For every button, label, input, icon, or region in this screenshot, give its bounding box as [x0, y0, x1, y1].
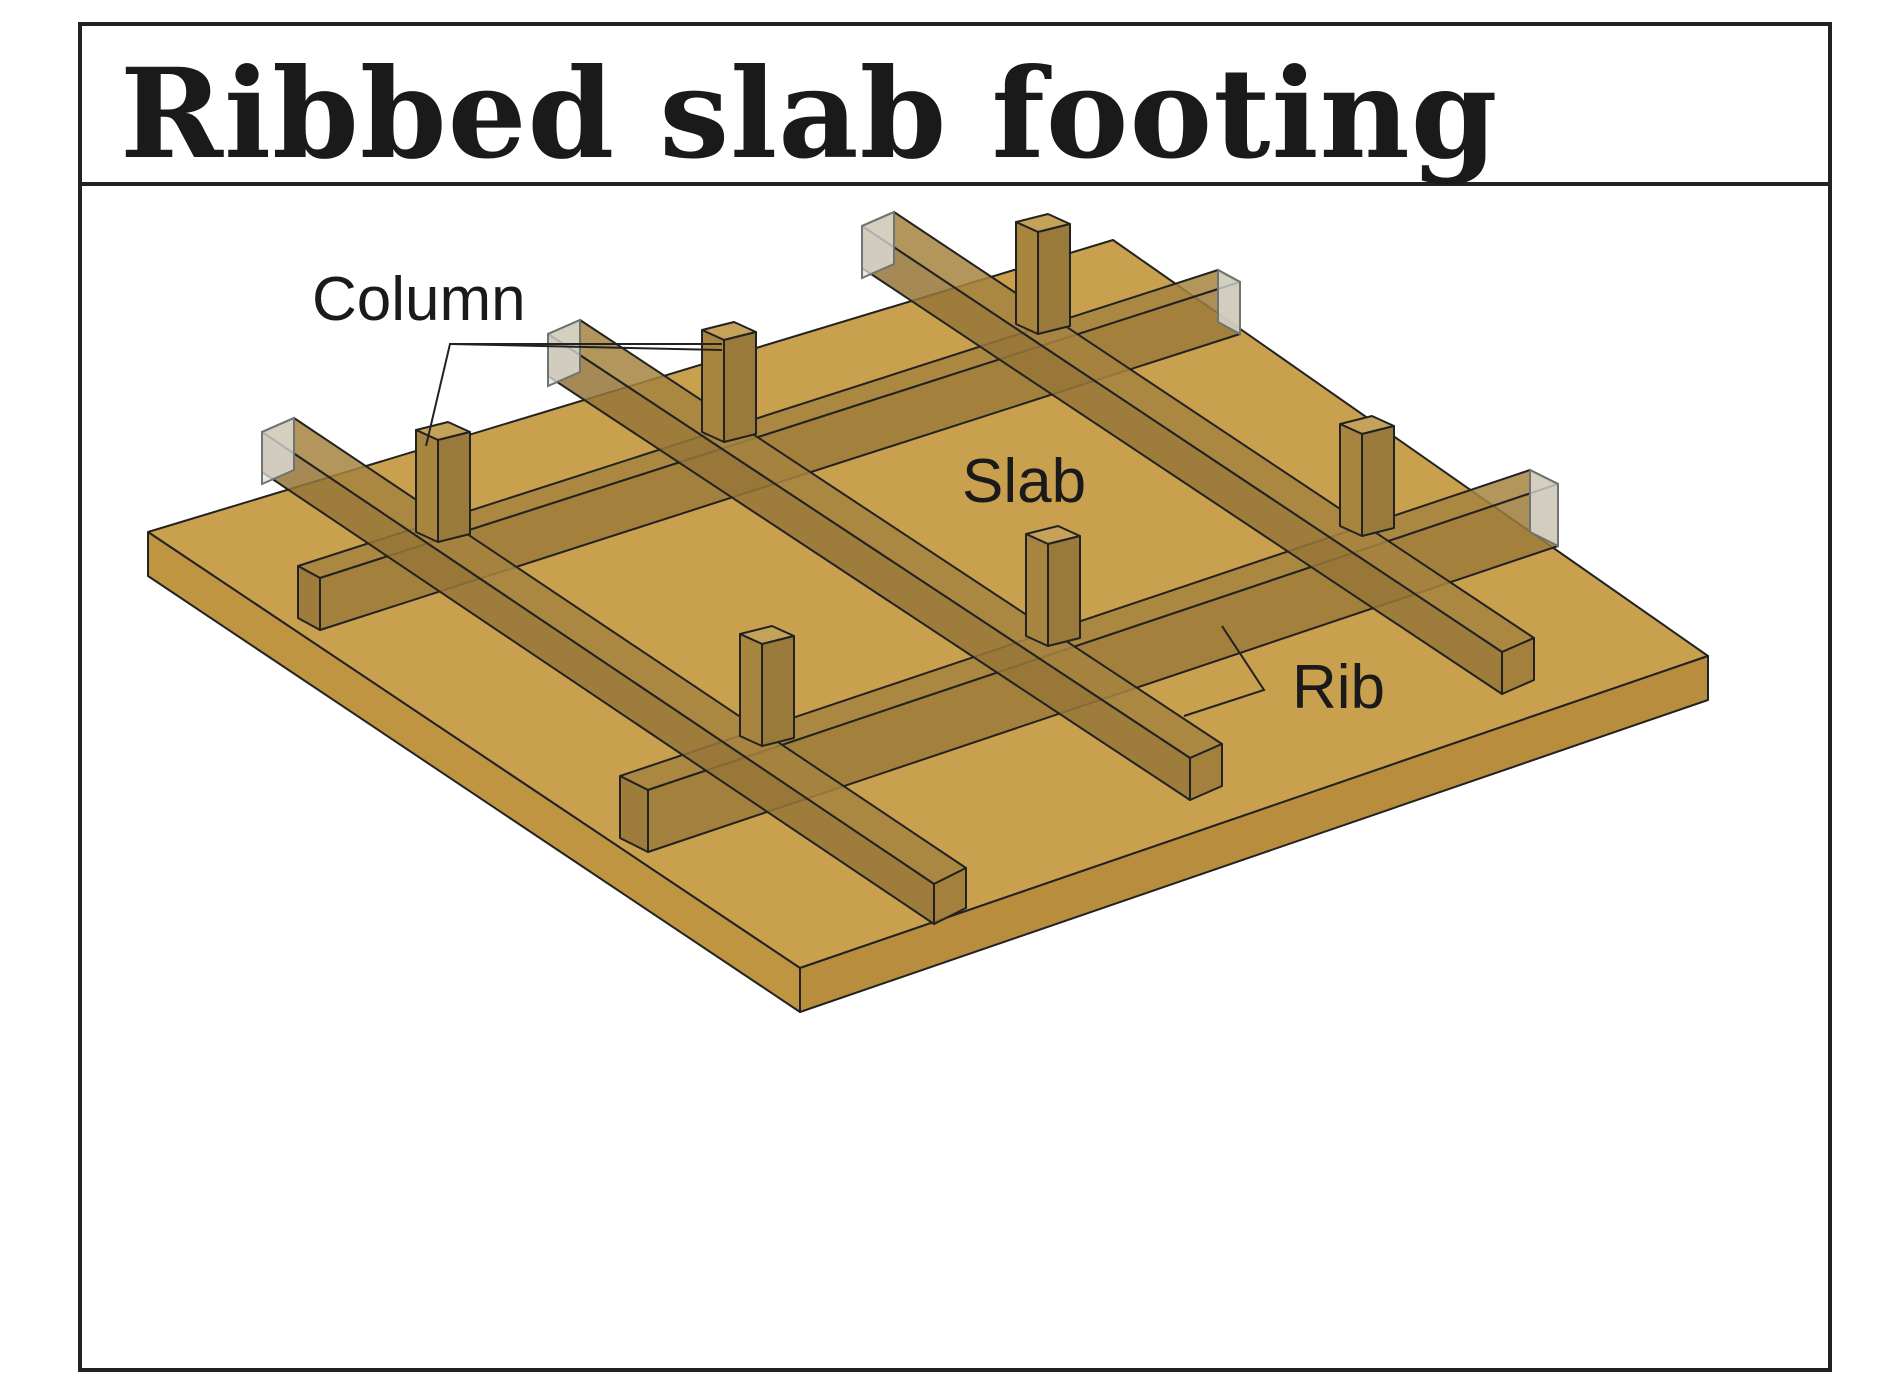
- rib-label: Rib: [1292, 653, 1385, 722]
- rib: [297, 565, 321, 631]
- panel: [861, 210, 895, 280]
- column: [415, 421, 471, 543]
- panel: [547, 318, 581, 388]
- rib-leader: [1183, 625, 1266, 717]
- slab-right-face: [799, 655, 1709, 1013]
- column: [1015, 213, 1071, 335]
- panel: [261, 416, 295, 486]
- rib-end-panels: [261, 210, 1559, 548]
- title-bar: Ribbed slab footing: [82, 26, 1828, 187]
- column-label: Column: [312, 265, 526, 334]
- rib: [1189, 743, 1223, 801]
- diagram-title: Ribbed slab footing: [120, 42, 1499, 187]
- panel: [1529, 468, 1559, 548]
- column: [1339, 415, 1395, 537]
- slab-label: Slab: [962, 447, 1086, 516]
- columns: [415, 213, 1395, 747]
- panel: [1217, 268, 1241, 336]
- column: [739, 625, 795, 747]
- rib: [619, 775, 649, 853]
- column: [701, 321, 757, 443]
- rib: [1501, 637, 1535, 695]
- column-leader: [449, 343, 723, 351]
- leader-lines: [425, 343, 1266, 717]
- rib: [933, 867, 967, 925]
- column: [1025, 525, 1081, 647]
